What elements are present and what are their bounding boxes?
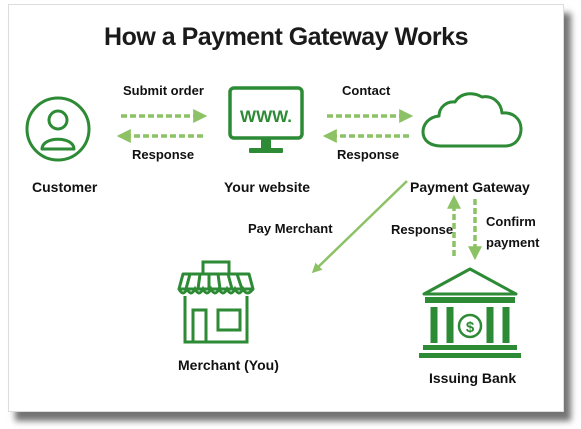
diagram-title: How a Payment Gateway Works — [104, 23, 468, 51]
arrow-pay-merchant — [311, 180, 408, 274]
customer-label: Customer — [32, 179, 98, 195]
website-label: Your website — [224, 179, 311, 195]
contact-label: Contact — [342, 83, 391, 98]
bank-icon: $ — [419, 267, 521, 358]
bank-label: Issuing Bank — [429, 370, 517, 386]
submit-order-label: Submit order — [123, 83, 204, 98]
confirm-label-line1: Confirm — [486, 214, 536, 229]
cloud-icon — [421, 92, 523, 148]
gateway-label: Payment Gateway — [410, 179, 530, 195]
dollar-sign-icon: $ — [466, 319, 475, 336]
merchant-label: Merchant (You) — [178, 357, 279, 373]
monitor-icon: WWW. — [228, 86, 304, 153]
monitor-screen-text: WWW. — [240, 107, 292, 126]
store-icon — [177, 260, 255, 344]
response-label-customer: Response — [132, 147, 195, 162]
pay-merchant-label: Pay Merchant — [248, 221, 333, 236]
confirm-label-line2: payment — [486, 235, 540, 250]
user-icon — [25, 96, 91, 162]
diagram-canvas: WWW. $ — [25, 86, 523, 358]
diagram-card: How a Payment Gateway Works WWW. — [8, 4, 564, 412]
response-label-gateway: Response — [391, 222, 454, 237]
response-label-website: Response — [337, 147, 400, 162]
edges — [116, 109, 482, 261]
